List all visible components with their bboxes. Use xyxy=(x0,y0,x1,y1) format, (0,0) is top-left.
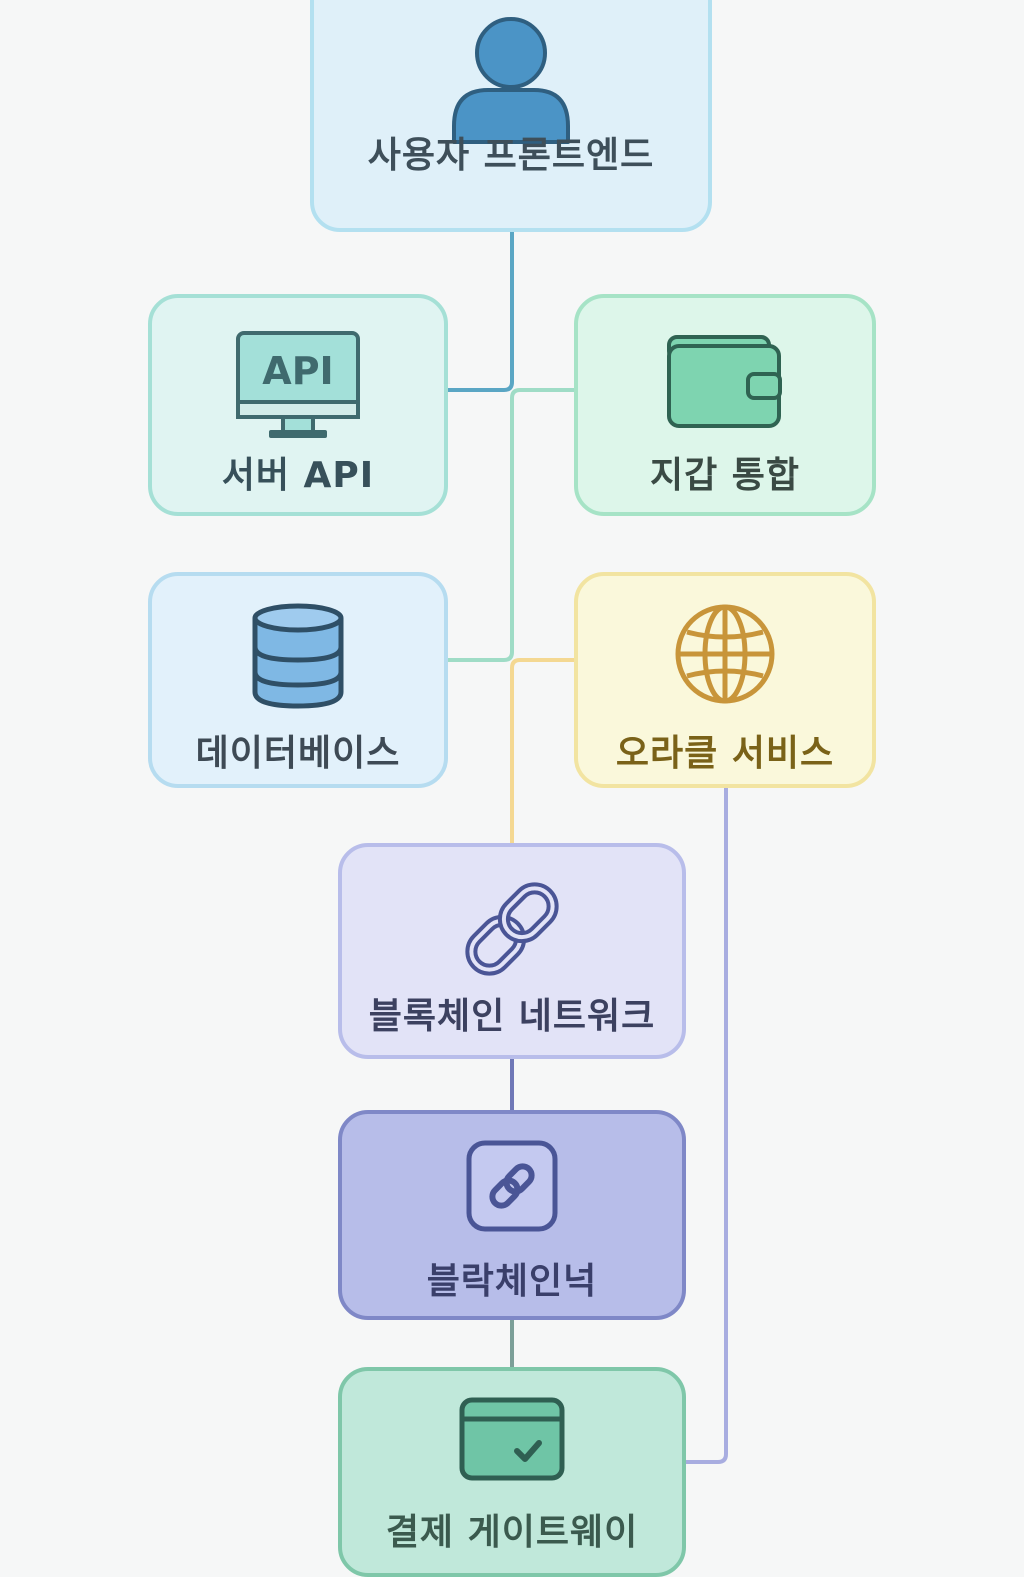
connector-frontend-server xyxy=(448,232,514,392)
node-database[interactable]: 데이터베이스 xyxy=(148,572,448,788)
node-user-frontend[interactable]: 사용자 프론트엔드 xyxy=(310,0,712,232)
node-label: 데이터베이스 xyxy=(195,733,401,774)
api-monitor-icon: API xyxy=(236,331,360,438)
node-label: 오라클 서비스 xyxy=(615,733,835,774)
api-icon-text: API xyxy=(262,349,333,393)
node-label: 블록체인 네트워크 xyxy=(368,996,656,1037)
node-block-subnet[interactable]: 블락체인넉 xyxy=(338,1110,686,1320)
node-payment-gateway[interactable]: 결제 게이트웨이 xyxy=(338,1367,686,1577)
connector-wallet-database xyxy=(448,388,574,662)
node-blockchain-network[interactable]: 블록체인 네트워크 xyxy=(338,843,686,1059)
card-check-icon xyxy=(459,1397,565,1481)
node-server-api[interactable]: API 서버 API xyxy=(148,294,448,516)
connector-oracle-payment xyxy=(686,788,728,1464)
node-label: 블락체인넉 xyxy=(426,1261,598,1302)
node-label: 지갑 통합 xyxy=(649,455,800,496)
node-label: 서버 API xyxy=(221,455,375,496)
node-wallet-integration[interactable]: 지갑 통합 xyxy=(574,294,876,516)
user-icon xyxy=(452,17,570,144)
globe-icon xyxy=(675,604,775,704)
node-oracle-service[interactable]: 오라클 서비스 xyxy=(574,572,876,788)
connector-lines xyxy=(448,232,728,1464)
wallet-icon xyxy=(667,335,782,428)
database-icon xyxy=(252,603,344,709)
chain-link-icon xyxy=(465,882,559,976)
node-label: 결제 게이트웨이 xyxy=(385,1512,639,1553)
connector-oracle-blockchain xyxy=(510,658,574,843)
node-label: 사용자 프론트엔드 xyxy=(367,135,655,176)
link-square-icon xyxy=(466,1140,558,1232)
